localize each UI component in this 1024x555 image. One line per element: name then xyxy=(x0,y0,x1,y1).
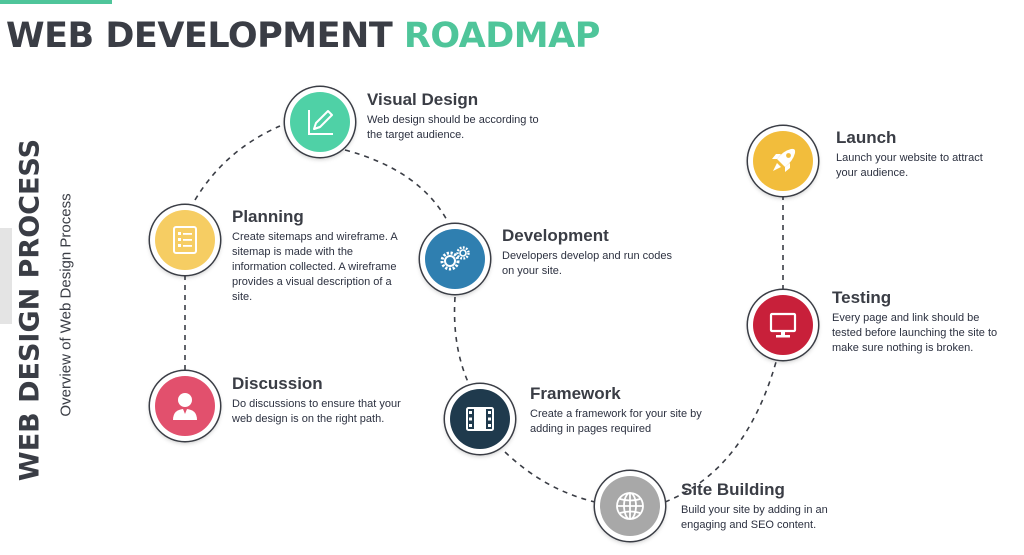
planning-disc xyxy=(155,210,215,270)
discussion-label: Discussion Do discussions to ensure that… xyxy=(232,374,402,427)
development-node xyxy=(420,224,490,294)
visual-design-description: Web design should be according to the ta… xyxy=(367,114,539,141)
framework-label: Framework Create a framework for your si… xyxy=(530,384,715,437)
launch-node xyxy=(748,126,818,196)
user-icon xyxy=(173,393,197,420)
film-icon xyxy=(466,407,494,431)
launch-disc xyxy=(753,131,813,191)
discussion-node xyxy=(150,371,220,441)
visual-design-disc xyxy=(290,92,350,152)
framework-description: Create a framework for your site by addi… xyxy=(530,408,702,435)
path-development-framework xyxy=(453,296,469,383)
testing-node xyxy=(748,290,818,360)
globe-icon xyxy=(616,492,644,520)
testing-label: Testing Every page and link should be te… xyxy=(832,288,1012,356)
planning-node xyxy=(150,205,220,275)
visual-design-node xyxy=(285,87,355,157)
framework-node xyxy=(445,384,515,454)
site-building-label: Site Building Build your site by adding … xyxy=(681,480,856,533)
planning-description: Create sitemaps and wireframe. A sitemap… xyxy=(232,231,398,303)
testing-title: Testing xyxy=(832,288,892,307)
framework-title: Framework xyxy=(530,384,621,403)
launch-label: Launch Launch your website to attract yo… xyxy=(836,128,1006,181)
title-accent: ROADMAP xyxy=(403,16,600,56)
gears-icon xyxy=(440,246,470,271)
testing-description: Every page and link should be tested bef… xyxy=(832,312,998,354)
development-label: Development Developers develop and run c… xyxy=(502,226,672,279)
development-disc xyxy=(425,229,485,289)
site-building-disc xyxy=(600,476,660,536)
checklist-icon xyxy=(173,226,197,254)
site-building-title: Site Building xyxy=(681,480,785,499)
path-framework-site-building xyxy=(504,451,596,503)
monitor-icon xyxy=(769,312,797,338)
rocket-icon xyxy=(772,148,796,172)
header-accent-bar xyxy=(0,0,112,4)
discussion-disc xyxy=(155,376,215,436)
launch-description: Launch your website to attract your audi… xyxy=(836,152,983,179)
pencil-icon xyxy=(308,110,333,135)
page-title: WEB DEVELOPMENT ROADMAP xyxy=(6,14,600,58)
planning-label: Planning Create sitemaps and wireframe. … xyxy=(232,207,407,305)
planning-title: Planning xyxy=(232,207,304,226)
visual-design-label: Visual Design Web design should be accor… xyxy=(367,90,547,143)
framework-disc xyxy=(450,389,510,449)
path-planning-visual xyxy=(194,125,281,201)
testing-disc xyxy=(753,295,813,355)
development-description: Developers develop and run codes on your… xyxy=(502,250,673,277)
launch-title: Launch xyxy=(836,128,897,147)
site-building-node xyxy=(595,471,665,541)
title-main: WEB DEVELOPMENT xyxy=(6,16,393,56)
side-tab xyxy=(0,228,12,324)
development-title: Development xyxy=(502,226,609,245)
visual-design-title: Visual Design xyxy=(367,90,479,109)
path-site-building-testing xyxy=(664,361,777,503)
discussion-title: Discussion xyxy=(232,374,323,393)
site-building-description: Build your site by adding in an engaging… xyxy=(681,504,828,531)
discussion-description: Do discussions to ensure that your web d… xyxy=(232,398,401,425)
